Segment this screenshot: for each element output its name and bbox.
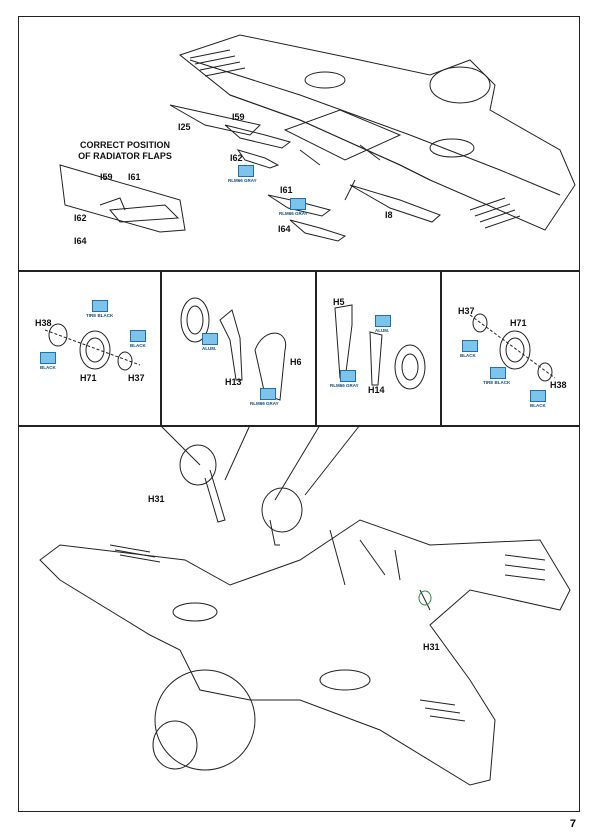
paint-chip-tire-black-left xyxy=(92,300,108,312)
part-label-h37-right: H37 xyxy=(458,306,475,316)
part-label-h38-right: H38 xyxy=(550,380,567,390)
paint-chip-black-left2 xyxy=(130,330,146,342)
part-label-h31-left: H31 xyxy=(148,494,165,504)
paint-chip-alum-mid xyxy=(202,333,218,345)
callout-label-i62: I62 xyxy=(74,213,87,223)
part-label-h38-left: H38 xyxy=(35,318,52,328)
wheel-left-h71 xyxy=(44,323,141,371)
paint-text-black-left2: BLACK xyxy=(130,343,146,348)
callout-label-i61: I61 xyxy=(128,172,141,182)
wheel-right-h71 xyxy=(469,313,556,382)
paint-chip-tire-black-right xyxy=(490,367,506,379)
part-label-h14: H14 xyxy=(368,385,385,395)
part-label-h13: H13 xyxy=(225,377,242,387)
paint-text-black-left: BLACK xyxy=(40,365,56,370)
radiator-flap-detail xyxy=(59,164,186,233)
callout-label-i59: I59 xyxy=(100,172,113,182)
part-label-h5: H5 xyxy=(333,297,345,307)
paint-chip-rlm-gray-top2 xyxy=(290,198,306,210)
part-label-i64: I64 xyxy=(278,224,291,234)
part-label-i59: I59 xyxy=(232,112,245,122)
paint-text-alum-right: ALUM. xyxy=(375,328,390,333)
divider-top xyxy=(18,270,580,272)
callout-label-i64: I64 xyxy=(74,236,87,246)
paint-text-alum-mid: ALUM. xyxy=(202,346,217,351)
part-label-i25: I25 xyxy=(178,122,191,132)
paint-chip-alum-right xyxy=(375,315,391,327)
paint-chip-rlm-gray-mid xyxy=(260,388,276,400)
part-label-i62: I62 xyxy=(230,153,243,163)
paint-text-black-right: BLACK xyxy=(460,353,476,358)
top-wing-drawing xyxy=(169,34,576,242)
part-label-h37-left: H37 xyxy=(128,373,145,383)
paint-chip-black-right xyxy=(462,340,478,352)
paint-chip-rlm-gray-right xyxy=(340,370,356,382)
paint-text-tire-black-left: TIRE BLACK xyxy=(86,313,114,318)
paint-text-rlm-gray-top: RLM66 GRAY xyxy=(228,178,257,183)
divider-v1 xyxy=(160,270,162,426)
paint-chip-black-right2 xyxy=(530,390,546,402)
paint-text-tire-black-right: TIRE BLACK xyxy=(483,380,511,385)
right-leg-assembly xyxy=(334,304,426,390)
left-leg-assembly xyxy=(180,297,287,401)
instruction-page-frame xyxy=(18,16,580,812)
part-label-h71-left: H71 xyxy=(80,373,97,383)
callout-line1: CORRECT POSITION xyxy=(79,140,170,150)
paint-text-rlm-gray-right: RLM66 GRAY xyxy=(330,383,359,388)
radiator-callout: CORRECT POSITION OF RADIATOR FLAPS xyxy=(70,140,180,162)
divider-middle xyxy=(18,425,580,427)
page-number: 7 xyxy=(569,818,576,830)
paint-text-black-right2: BLACK xyxy=(530,403,546,408)
paint-chip-rlm-gray-top xyxy=(238,165,254,177)
divider-v2 xyxy=(315,270,317,426)
paint-text-rlm-gray-mid: RLM66 GRAY xyxy=(250,401,279,406)
part-label-h71-right: H71 xyxy=(510,318,527,328)
paint-chip-black-left xyxy=(40,352,56,364)
part-label-h31-right: H31 xyxy=(423,642,440,652)
divider-v3 xyxy=(440,270,442,426)
part-label-i61: I61 xyxy=(280,185,293,195)
paint-text-rlm-gray-top2: RLM66 GRAY xyxy=(279,211,308,216)
callout-line2: OF RADIATOR FLAPS xyxy=(78,151,172,161)
part-label-h6: H6 xyxy=(290,357,302,367)
part-label-i8: I8 xyxy=(385,210,393,220)
bottom-aircraft-drawing xyxy=(39,424,571,786)
